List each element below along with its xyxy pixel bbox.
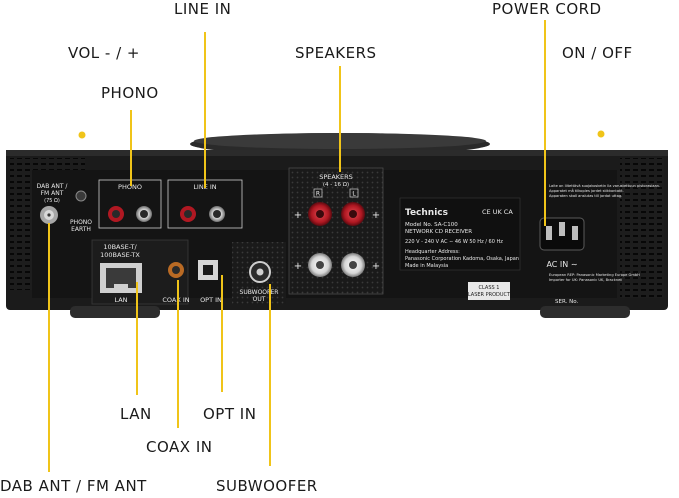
phono-earth-label: PHONO: [70, 219, 92, 226]
svg-text:(4 - 16 Ω): (4 - 16 Ω): [323, 182, 349, 188]
speakers-panel-label: SPEAKERS: [319, 173, 353, 181]
vol-marker: [78, 131, 86, 139]
svg-text:100BASE-TX: 100BASE-TX: [100, 251, 140, 259]
speaker-channel-l: L: [352, 191, 356, 198]
hq-address: Headquarter Address:: [405, 249, 460, 255]
svg-text:Panasonic Corporation Kadoma: Panasonic Corporation Kadoma, Osaka, Jap…: [405, 256, 519, 262]
on-off-callout: ON / OFF: [562, 44, 633, 62]
lan-spec-label: 10BASE-T/: [103, 243, 137, 251]
foot-left: [70, 306, 160, 318]
svg-text:+: +: [372, 210, 380, 221]
speaker-channel-r: R: [316, 191, 320, 198]
svg-text:OUT: OUT: [253, 296, 266, 303]
phono-panel-label: PHONO: [118, 183, 142, 191]
model-number: Model No. SA-C100: [405, 222, 458, 228]
svg-text:EARTH: EARTH: [71, 226, 91, 233]
on-off-marker: [597, 130, 605, 138]
fm-label: FM ANT: [41, 190, 64, 197]
product-name: NETWORK CD RECEIVER: [405, 229, 472, 235]
rating-plate: [399, 197, 521, 271]
svg-text:Apparaten skall anslutas till: Apparaten skall anslutas till jordat utt…: [549, 194, 622, 198]
certification-marks: CE UK CA: [482, 208, 513, 216]
line-in-callout: LINE IN: [174, 0, 232, 18]
importer-text: European REP: Panasonic Marketing Europe…: [549, 273, 640, 277]
svg-text:+: +: [372, 261, 380, 272]
impedance-label: (75 Ω): [44, 198, 60, 204]
svg-text:+: +: [294, 210, 302, 221]
serial-number-label: SER. No.: [555, 299, 578, 305]
ac-in-label: AC IN ∼: [546, 260, 577, 269]
phono-earth-terminal[interactable]: [75, 190, 87, 202]
brand-logo: Technics: [405, 208, 448, 218]
svg-text:LASER PRODUCT: LASER PRODUCT: [468, 292, 511, 298]
subwoofer-callout: SUBWOOFER: [216, 477, 318, 495]
opt-in-callout: OPT IN: [203, 405, 257, 423]
speakers-section: [288, 167, 384, 295]
svg-text:+: +: [294, 261, 302, 272]
vol-callout: VOL - / +: [68, 44, 140, 62]
power-rating: 220 V - 240 V AC ∼ 46 W 50 Hz / 60 Hz: [405, 239, 503, 245]
lan-callout: LAN: [120, 405, 152, 423]
lan-panel-label: LAN: [114, 296, 127, 304]
svg-text:Importer for UK: Panasonic UK,: Importer for UK: Panasonic UK, Bracknell: [549, 278, 622, 282]
opt-panel-label: OPT IN: [200, 296, 222, 304]
origin-label: Made in Malaysia: [405, 263, 448, 269]
coax-panel-label: COAX IN: [162, 296, 189, 304]
power-cord-callout: POWER CORD: [492, 0, 602, 18]
vent-right: [620, 158, 664, 298]
subwoofer-panel-label: SUBWOOFER: [240, 289, 279, 296]
coax-in-callout: COAX IN: [146, 438, 213, 456]
speakers-callout: SPEAKERS: [295, 44, 377, 62]
dab-fm-callout: DAB ANT / FM ANT: [0, 477, 147, 495]
foot-right: [540, 306, 630, 318]
svg-text:CLASS 1: CLASS 1: [479, 285, 500, 291]
warning-text: Laite on liitettävä suojakosketin lla va…: [549, 184, 660, 188]
phono-callout: PHONO: [101, 84, 159, 102]
dab-label: DAB ANT /: [37, 183, 69, 190]
laser-class-sticker: [468, 282, 510, 300]
svg-text:Apparatet må tilkoples jordet: Apparatet må tilkoples jordet stikkontak…: [549, 188, 624, 193]
